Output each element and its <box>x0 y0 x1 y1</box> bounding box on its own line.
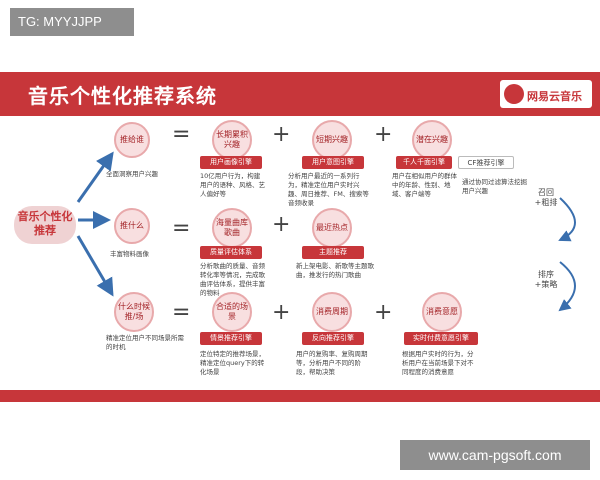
row2-item1-desc: 分析歌曲的质量、音频转化率等情况，完成歌曲评估体系，提供丰富的物料 <box>200 262 265 297</box>
row2-item2-circle: 最近热点 <box>312 208 352 248</box>
row1-item2-circle: 短期兴趣 <box>312 120 352 160</box>
row2-plus1: + <box>272 212 291 237</box>
footer-bar <box>0 390 600 402</box>
row2-item1-circle: 海量曲库歌曲 <box>212 208 252 248</box>
row2-head-desc: 丰富物料画像 <box>110 250 149 258</box>
watermark-top-left: TG: MYYJJPP <box>10 8 134 36</box>
row1-head-circle: 推给谁 <box>114 122 150 158</box>
row1-item4-pill: CF推荐引擎 <box>458 156 514 169</box>
row3-item1-desc: 定位特定的推荐场景，精准定位query下的转化场景 <box>200 350 265 376</box>
row3-equals: = <box>172 300 191 325</box>
row3-item3-desc: 根据用户实时的行为，分析用户在当前场景下对不同程度的消费意愿 <box>402 350 474 376</box>
row1-item3-desc: 用户在相似用户的群体中的年龄、性别、地域、客户端等 <box>392 172 457 198</box>
row3-plus1: + <box>272 300 291 325</box>
row3-item2-desc: 用户的复购率、复购周期等，分析用户不同的阶段，帮助决策 <box>296 350 368 376</box>
watermark-bottom-right: www.cam-pgsoft.com <box>400 440 590 470</box>
row3-head-circle: 什么时候推/场 <box>114 292 154 332</box>
row1-item4-desc: 通过协同过滤算法挖掘用户兴趣 <box>462 178 527 195</box>
row2-equals: = <box>172 216 191 241</box>
side-label-ranking: 排序+策略 <box>534 270 558 289</box>
row3-item3-pill: 实时付费意愿引擎 <box>404 332 478 345</box>
row3-item3-circle: 消费意愿 <box>422 292 462 332</box>
row3-item1-pill: 情景推荐引擎 <box>200 332 262 345</box>
row1-plus1: + <box>272 122 291 147</box>
row1-item2-desc: 分析用户最近的一系列行为，精准定位用户实时兴趣、周日推荐、FM、搜索等音频收录 <box>288 172 369 207</box>
row1-item1-circle: 长期累积兴趣 <box>212 120 252 160</box>
row3-plus2: + <box>374 300 393 325</box>
row1-equals: = <box>172 122 191 147</box>
row1-plus2: + <box>374 122 393 147</box>
row1-head-desc: 全面洞察用户兴趣 <box>106 170 158 178</box>
side-label-recall: 召回+粗排 <box>534 188 558 207</box>
logo-text: 网易云音乐 <box>527 90 582 103</box>
row1-item3-pill: 千人千面引擎 <box>396 156 452 169</box>
row3-item1-circle: 合适的场景 <box>212 292 252 332</box>
row3-item2-circle: 消费周期 <box>312 292 352 332</box>
row1-item1-pill: 用户画像引擎 <box>200 156 262 169</box>
row3-head-desc: 精准定位用户不同场景所需的时机 <box>106 334 184 351</box>
row1-item2-pill: 用户意图引擎 <box>302 156 364 169</box>
row1-item3-circle: 潜在兴趣 <box>412 120 452 160</box>
row2-item2-desc: 新上架电影、新歌等主题歌曲，推发行的热门歌曲 <box>296 262 374 279</box>
page-title: 音乐个性化推荐系统 <box>28 84 217 108</box>
row1-item1-desc: 10亿用户行为，构建用户的语种、风格、艺人偏好等 <box>200 172 265 198</box>
netease-music-logo-icon <box>504 84 524 104</box>
row2-item1-pill: 质量评估体系 <box>200 246 262 259</box>
row2-head-circle: 推什么 <box>114 208 150 244</box>
connector-arrows <box>76 151 576 312</box>
main-node: 音乐个性化推荐 <box>14 206 76 244</box>
row2-item2-pill: 主题推荐 <box>302 246 364 259</box>
row3-item2-pill: 反向推荐引擎 <box>302 332 364 345</box>
